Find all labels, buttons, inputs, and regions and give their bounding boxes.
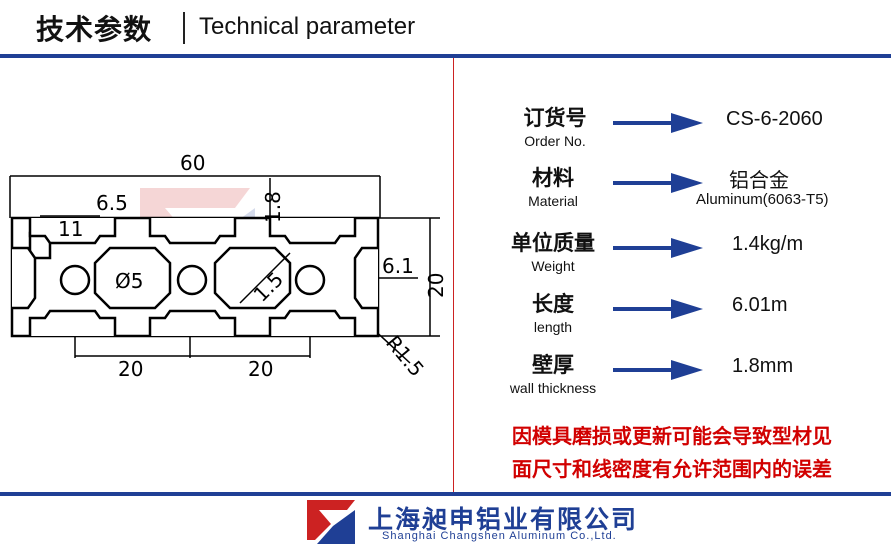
note-line-1: 因模具磨损或更新可能会导致型材见 — [512, 424, 832, 448]
spec-value: 1.8mm — [732, 355, 794, 377]
spec-value: 铝合金 — [729, 170, 789, 192]
spec-row-weight: 单位质量 Weight 1.4kg/m — [460, 225, 880, 275]
dim-pitch-left: 20 — [118, 357, 143, 381]
header: 技术参数 Technical parameter — [0, 0, 891, 55]
spec-label-cn: 长度 — [532, 292, 574, 316]
center-divider — [453, 58, 454, 492]
spec-row-order: 订货号 Order No. CS-6-2060 — [460, 100, 880, 150]
profile-drawing: 60 6.5 11 1.8 Ø5 1.5 6.1 20 20 20 R1.5 — [9, 151, 448, 381]
spec-label-en: Material — [528, 193, 578, 209]
spec-label-en: Weight — [531, 258, 575, 274]
arrow-icon — [613, 299, 703, 319]
title-separator — [183, 12, 185, 44]
spec-label-en: Order No. — [524, 133, 586, 149]
spec-value-sub: Aluminum(6063-T5) — [696, 191, 829, 208]
profile-outline — [10, 216, 380, 338]
spec-label-cn: 壁厚 — [532, 353, 574, 377]
arrow-icon — [613, 113, 703, 133]
spec-label-en: length — [533, 319, 573, 335]
bottom-divider — [0, 492, 891, 496]
arrow-icon — [613, 360, 703, 380]
arrow-icon — [613, 173, 703, 193]
spec-value: CS-6-2060 — [726, 108, 823, 130]
dim-pitch-right: 20 — [248, 357, 273, 381]
spec-label-cn: 单位质量 — [511, 231, 595, 255]
spec-label-cn: 订货号 — [523, 106, 587, 130]
dim-slot-offset: 6.5 — [96, 191, 128, 215]
dim-hole: Ø5 — [115, 269, 143, 293]
note-line-2: 面尺寸和线密度有允许范围内的误差 — [512, 457, 832, 481]
dim-wall-top: 1.8 — [261, 191, 285, 223]
dim-width: 60 — [180, 151, 205, 175]
dim-slot-width: 11 — [58, 217, 83, 241]
dim-side: 6.1 — [382, 254, 414, 278]
diagonal-dim — [239, 252, 291, 304]
spec-value: 1.4kg/m — [732, 233, 804, 255]
title-cn: 技术参数 — [36, 13, 153, 46]
company-logo-icon — [307, 500, 355, 544]
spec-label-en: wall thickness — [509, 380, 597, 396]
dim-radius: R1.5 — [381, 331, 429, 381]
arrow-icon — [613, 238, 703, 258]
spec-row-wall: 壁厚 wall thickness 1.8mm — [460, 347, 880, 397]
spec-value: 6.01m — [732, 294, 788, 316]
company-name-en: Shanghai Changshen Aluminum Co.,Ltd. — [382, 530, 617, 542]
spec-row-length: 长度 length 6.01m — [460, 286, 880, 336]
top-divider — [0, 54, 891, 58]
spec-row-material: 材料 Material 铝合金 Aluminum(6063-T5) — [460, 160, 880, 210]
spec-label-cn: 材料 — [532, 166, 574, 190]
dim-height: 20 — [424, 273, 448, 298]
company-name-cn: 上海昶申铝业有限公司 — [368, 505, 639, 534]
title-en: Technical parameter — [199, 13, 416, 40]
